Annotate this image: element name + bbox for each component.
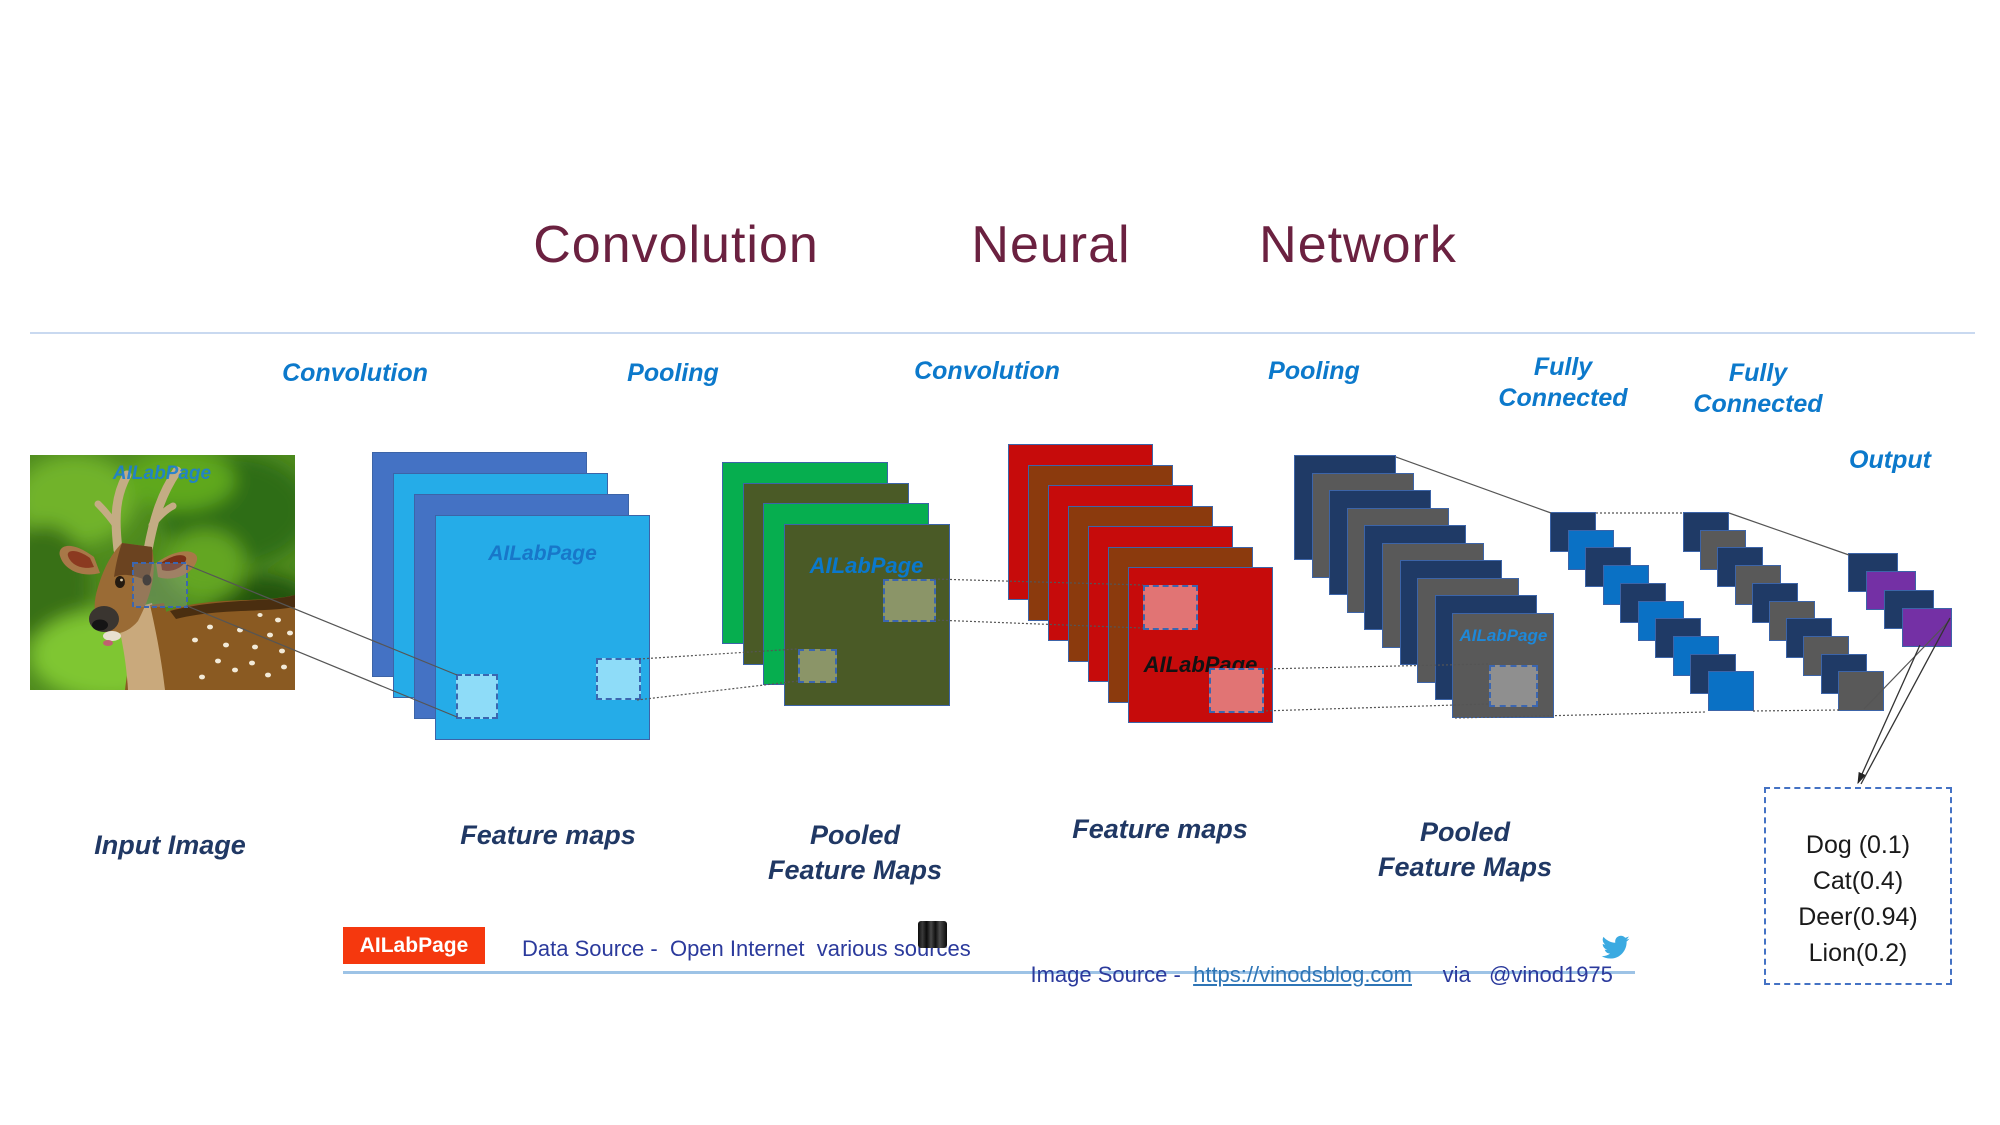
fully-connected-1-unit-9 (1707, 671, 1754, 712)
stage-label-6: Output (1849, 446, 1931, 474)
bottom-label-0: Input Image (94, 830, 246, 860)
output-score-lion: Lion(0.2) (1808, 939, 1908, 967)
pooled-maps-2-layer-9: AILabPage (1452, 612, 1555, 718)
image-source-prefix: Image Source - (1030, 962, 1194, 987)
title-word-neural: Neural (971, 216, 1131, 274)
via-label: via (1442, 962, 1471, 987)
input-image-deer-photo: AILabPage (30, 455, 295, 690)
image-source-text: Image Source - https://vinodsblog.com vi… (1006, 936, 1613, 1014)
input-image-watermark: AILabPage (112, 463, 212, 484)
pooled-maps-1-patch-0 (882, 578, 936, 622)
spacer (1471, 962, 1489, 987)
output-score-dog: Dog (0.1) (1805, 831, 1911, 859)
pooled-maps-2-watermark: AILabPage (1459, 625, 1548, 645)
output-score-deer: Deer(0.94) (1798, 903, 1918, 931)
pooled-maps-1-watermark: AILabPage (809, 552, 924, 578)
stage-label-1: Pooling (627, 359, 719, 387)
footer-underline (343, 971, 1635, 974)
feature-maps-1-watermark: AILabPage (488, 542, 597, 565)
deer-antlers (94, 466, 182, 555)
stage-label-3: Pooling (1268, 357, 1360, 385)
fully-connected-2-unit-9 (1837, 671, 1884, 712)
bottom-label-3: Feature maps (1072, 814, 1248, 844)
stage-label-0: Convolution (282, 359, 428, 387)
feature-maps-2-patch-1 (1209, 668, 1264, 713)
feature-maps-1-layer-3: AILabPage (435, 515, 650, 740)
output-stack-unit-3 (1902, 607, 1952, 647)
stage-label-4: Fully Connected (1498, 353, 1628, 413)
stage-label-2: Convolution (914, 357, 1060, 385)
stage-label-5: Fully Connected (1693, 359, 1823, 419)
pooled-maps-2-patch-0 (1489, 664, 1539, 707)
twitter-icon[interactable] (1600, 933, 1632, 961)
bottom-label-1: Feature maps (460, 820, 636, 850)
twitter-handle: @vinod1975 (1489, 962, 1613, 987)
pooled-maps-1-layer-3: AILabPage (783, 523, 950, 706)
title-word-network: Network (1259, 216, 1457, 274)
feature-maps-1-patch-0 (456, 674, 498, 719)
title-divider (30, 332, 1975, 334)
bottom-label-2: Pooled Feature Maps (767, 820, 943, 886)
vinodsblog-link[interactable]: https://vinodsblog.com (1193, 962, 1412, 987)
feature-maps-1-patch-1 (596, 658, 641, 700)
output-arrow-0 (1857, 644, 1921, 785)
title-word-convolution: Convolution (533, 216, 819, 274)
feature-maps-2-patch-0 (1143, 585, 1198, 630)
data-source-text: Data Source - Open Internet various sour… (522, 936, 971, 961)
via-text (1412, 962, 1443, 987)
ailabpage-logo-badge: AILabPage (343, 927, 485, 964)
database-icon (918, 921, 947, 948)
feature-maps-2-layer-6: AILabPage (1128, 567, 1273, 723)
output-scores-box: Dog (0.1) Cat(0.4) Deer(0.94) Lion(0.2) (1764, 787, 1952, 985)
connection-line-11 (1752, 709, 1840, 712)
input-receptive-field-patch (132, 562, 188, 608)
output-score-cat: Cat(0.4) (1812, 867, 1904, 895)
pooled-maps-1-patch-1 (797, 648, 837, 683)
bottom-label-4: Pooled Feature Maps (1377, 817, 1553, 883)
